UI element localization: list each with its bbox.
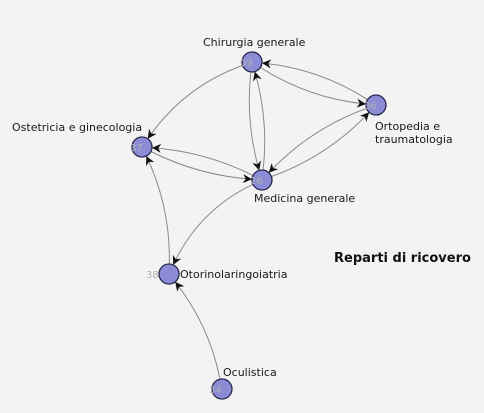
node-label-chirurgia: Chirurgia generale — [203, 36, 306, 49]
node-code-ostetricia: 37 — [130, 143, 143, 154]
edge-chirurgia-to-ostetricia — [147, 64, 243, 140]
node-circle-oculistica[interactable] — [211, 378, 233, 400]
edge-ortopedia-to-medicina — [268, 107, 367, 174]
node-code-medicina: 26 — [250, 176, 263, 187]
edge-medicina-to-ostetricia — [151, 143, 254, 176]
node-code-ortopedia: 36 — [364, 101, 377, 112]
node-circle-medicina[interactable] — [251, 169, 273, 191]
node-circle-otorino[interactable] — [158, 263, 180, 285]
node-label-oculistica: Oculistica — [223, 366, 277, 379]
node-label-ortopedia: Ortopedia e — [375, 120, 440, 133]
edge-chirurgia-to-ortopedia — [260, 66, 367, 108]
edge-medicina-to-chirurgia — [252, 71, 266, 171]
node-otorino[interactable]: 38 Otorinolaringoiatria — [146, 263, 287, 285]
node-label-otorino: Otorinolaringoiatria — [180, 268, 287, 281]
node-label-ortopedia: traumatologia — [375, 133, 453, 146]
node-ostetricia[interactable]: 37 Ostetricia e ginecologia — [12, 121, 153, 158]
edge-medicina-to-ortopedia — [271, 111, 370, 178]
edge-ostetricia-to-medicina — [150, 151, 253, 184]
edge-ortopedia-to-chirurgia — [261, 59, 368, 101]
node-circle-ostetricia[interactable] — [131, 136, 153, 158]
node-label-medicina: Medicina generale — [254, 192, 355, 205]
edge-medicina-to-otorino — [172, 183, 254, 266]
edges-layer — [145, 59, 370, 380]
node-circle-chirurgia[interactable] — [241, 51, 263, 73]
diagram-title: Reparti di ricovero — [334, 251, 471, 266]
node-code-otorino: 38 — [146, 270, 159, 281]
node-chirurgia[interactable]: 09 Chirurgia generale — [203, 36, 306, 73]
node-circle-ortopedia[interactable] — [365, 94, 387, 116]
node-label-ostetricia: Ostetricia e ginecologia — [12, 121, 142, 134]
edge-otorino-to-ostetricia — [145, 155, 170, 265]
edge-oculistica-to-otorino — [174, 281, 221, 380]
node-code-oculistica: 34 — [209, 385, 222, 396]
edge-chirurgia-to-medicina — [248, 71, 262, 171]
node-code-chirurgia: 09 — [240, 58, 253, 69]
